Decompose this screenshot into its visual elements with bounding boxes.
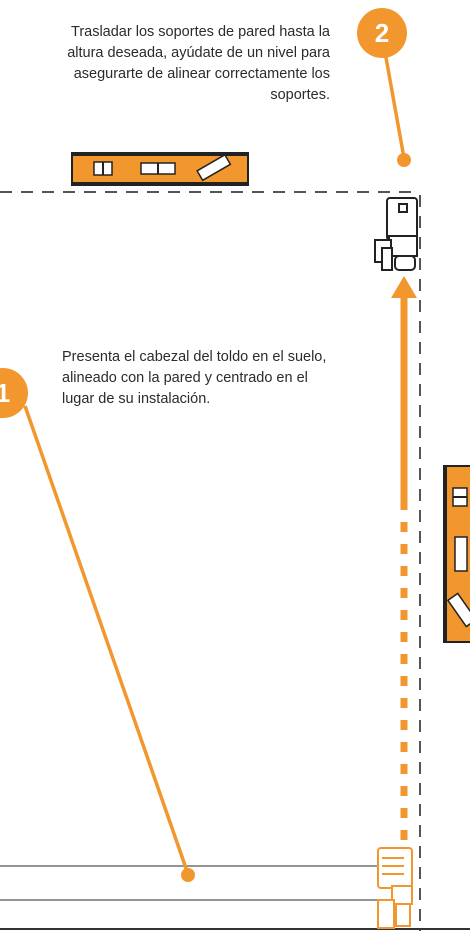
step-2-badge: 2: [357, 8, 407, 58]
movement-arrow-head: [391, 276, 417, 298]
spirit-level-horizontal-icon: [71, 152, 249, 186]
step-2-instruction: Trasladar los soportes de pared hasta la…: [67, 24, 330, 103]
step-2-leader-dot: [397, 153, 411, 167]
step-1-instruction: Presenta el cabezal del toldo en el suel…: [62, 349, 327, 407]
step-1-leader: [23, 405, 190, 875]
step-2-leader: [383, 51, 406, 159]
wall-bracket-icon: [374, 197, 418, 271]
awning-head-icon: [377, 847, 413, 929]
step-1-leader-dot: [181, 868, 195, 882]
spirit-level-vertical-icon: [443, 465, 470, 643]
